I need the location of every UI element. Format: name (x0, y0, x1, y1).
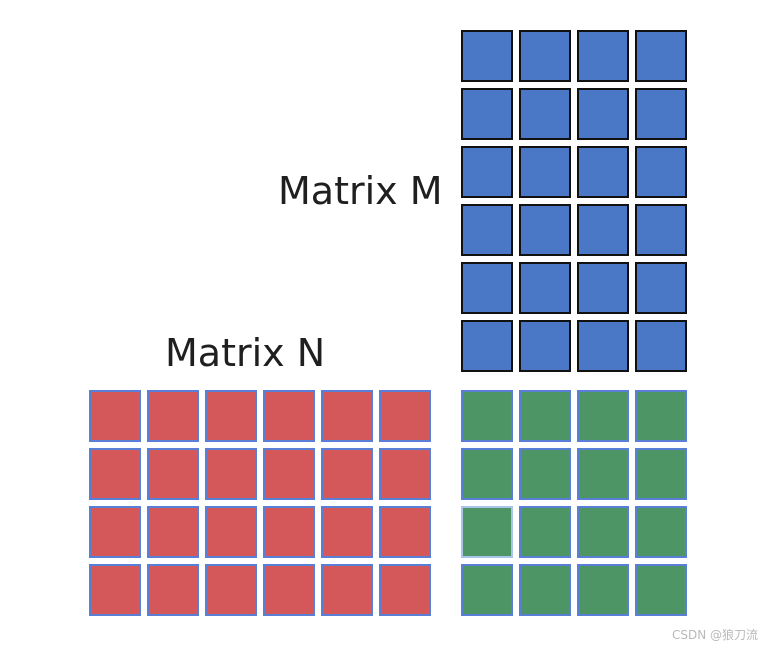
matrix-n-cell (89, 448, 141, 500)
matrix-n-cell (147, 564, 199, 616)
matrix-n-cell (321, 448, 373, 500)
watermark-text: CSDN @狼刀流 (671, 628, 758, 642)
matrix-n-cell (205, 390, 257, 442)
matrix-n-cell (263, 506, 315, 558)
matrix-n-cell (205, 506, 257, 558)
matrix-m-cell (461, 146, 513, 198)
matrix-n-cell (379, 564, 431, 616)
matrix-n-cell (263, 564, 315, 616)
matrix-n-cell (379, 448, 431, 500)
matrix-n-cell (379, 390, 431, 442)
result-matrix-cell (635, 448, 687, 500)
matrix-n-cell (89, 390, 141, 442)
matrix-m-cell (519, 30, 571, 82)
matrix-n-cell (379, 506, 431, 558)
matrix-n-cell (321, 564, 373, 616)
matrix-m-cell (461, 204, 513, 256)
matrix-n-cell (321, 506, 373, 558)
result-matrix-cell (519, 564, 571, 616)
matrix-m-cell (577, 204, 629, 256)
matrix-m-cell (635, 30, 687, 82)
matrix-m-cell (635, 204, 687, 256)
matrix-m-cell (635, 320, 687, 372)
matrix-m-cell (461, 30, 513, 82)
matrix-n-cell (263, 390, 315, 442)
matrix-n-cell (89, 564, 141, 616)
matrix-m-cell (519, 88, 571, 140)
matrix-m-cell (519, 146, 571, 198)
matrix-m-label: Matrix M (278, 169, 443, 213)
matrix-n-cell (205, 448, 257, 500)
matrix-m-cell (461, 262, 513, 314)
matrix-m-cell (519, 320, 571, 372)
result-matrix-cell (635, 506, 687, 558)
matrix-m-cell (461, 88, 513, 140)
result-matrix-cell (461, 390, 513, 442)
result-matrix-cell (461, 506, 513, 558)
result-matrix-grid (461, 390, 687, 616)
matrix-m-cell (519, 204, 571, 256)
matrix-m-cell (577, 262, 629, 314)
matrix-n-cell (321, 390, 373, 442)
result-matrix-cell (635, 390, 687, 442)
result-matrix-cell (577, 564, 629, 616)
result-matrix-cell (577, 448, 629, 500)
result-matrix-cell (461, 448, 513, 500)
matrix-m-cell (461, 320, 513, 372)
matrix-n-cell (147, 390, 199, 442)
result-matrix-cell (577, 390, 629, 442)
matrix-m-cell (577, 30, 629, 82)
matrix-n-cell (147, 506, 199, 558)
matrix-m-cell (635, 88, 687, 140)
result-matrix-cell (461, 564, 513, 616)
result-matrix-cell (519, 506, 571, 558)
result-matrix-cell (635, 564, 687, 616)
matrix-n-cell (89, 506, 141, 558)
matrix-m-cell (635, 262, 687, 314)
matrix-n-cell (263, 448, 315, 500)
matrix-m-cell (519, 262, 571, 314)
matrix-m-cell (635, 146, 687, 198)
matrix-m-cell (577, 88, 629, 140)
result-matrix-cell (519, 448, 571, 500)
matrix-n-grid (89, 390, 431, 616)
matrix-n-label: Matrix N (165, 331, 326, 375)
result-matrix-cell (577, 506, 629, 558)
matrix-n-cell (205, 564, 257, 616)
matrix-m-cell (577, 320, 629, 372)
matrix-n-cell (147, 448, 199, 500)
matrix-m-grid (461, 30, 687, 372)
matrix-m-cell (577, 146, 629, 198)
result-matrix-cell (519, 390, 571, 442)
